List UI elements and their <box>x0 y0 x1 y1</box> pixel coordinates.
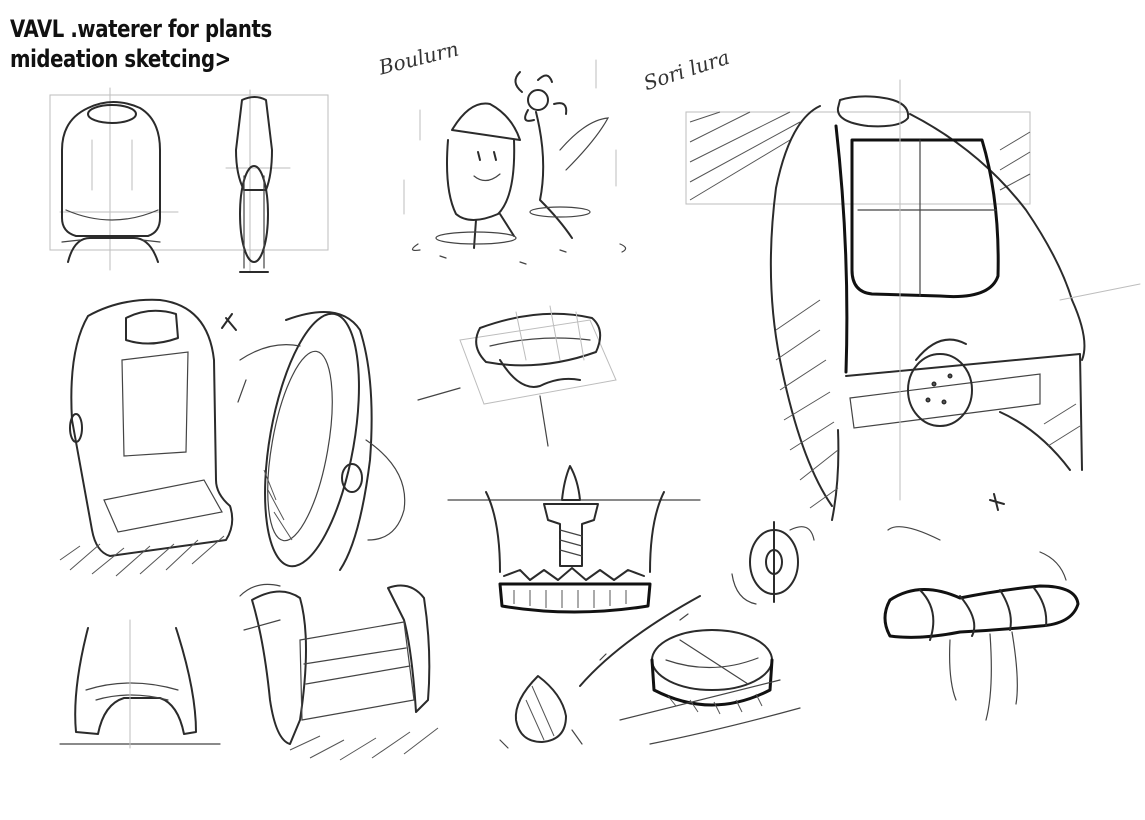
sketch-drop-detail <box>499 595 701 749</box>
sketch-twist-symbol <box>883 493 1080 721</box>
sketch-base-perspective <box>239 583 439 761</box>
sketch-front-view <box>49 87 329 271</box>
sketch-hero-perspective <box>685 79 1141 521</box>
sketch-character-doodle <box>403 59 627 265</box>
sketch-perspective-left <box>59 298 234 577</box>
page-title: VAVL .waterer for plants mideation sketc… <box>10 14 272 74</box>
sketch-perspective-rotated <box>221 311 406 571</box>
sketch-disc-detail <box>619 629 801 745</box>
sketch-valve-section <box>447 465 701 614</box>
sketch-side-view <box>225 89 291 273</box>
sketch-rotation-symbol <box>731 521 815 605</box>
title-line-2: mideation sketcing> <box>10 45 231 73</box>
sketch-base-front <box>59 619 221 749</box>
title-line-1: VAVL .waterer for plants <box>10 15 272 43</box>
sketch-cap-detail <box>417 305 617 447</box>
